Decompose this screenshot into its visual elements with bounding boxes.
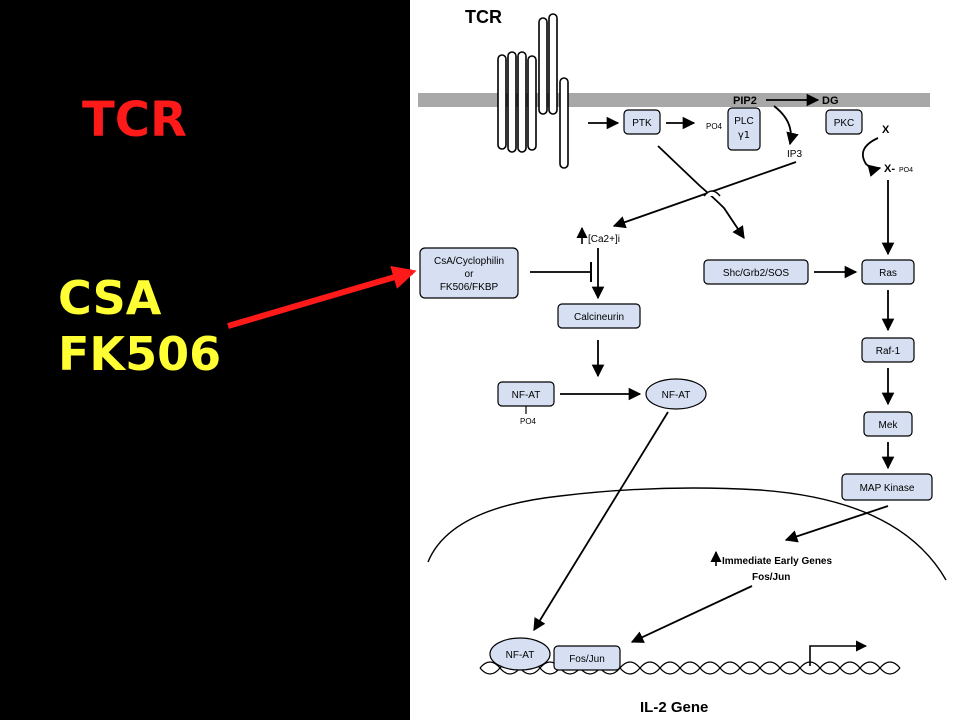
pkc-label: PKC: [834, 118, 855, 129]
map-kinase-label: MAP Kinase: [860, 483, 915, 494]
ras-box: [861, 259, 915, 285]
left-black-panel: [0, 0, 410, 720]
dna-helix: [479, 661, 901, 675]
nucleus-envelope: [427, 487, 947, 581]
fosjun-to-dna-arrow: [630, 585, 753, 643]
il2-gene-label: IL-2 Gene: [640, 699, 708, 716]
nfat-dna-ellipse: [489, 637, 551, 671]
nfat-po4-label: PO4: [520, 417, 537, 426]
mek-box: [863, 411, 913, 437]
plc-label-line2: γ1: [738, 130, 750, 141]
ip3-label: IP3: [787, 149, 802, 160]
fosjun-dna-box: [553, 645, 621, 671]
ras-label: Ras: [879, 268, 897, 279]
mek-label: Mek: [879, 420, 899, 431]
ptk-box: [623, 109, 661, 135]
nfat-phospho-label: NF-AT: [512, 390, 541, 401]
pip2-label: PIP2: [733, 95, 757, 107]
calcium-label: [Ca2+]i: [588, 234, 620, 245]
ptk-to-shc-arrow: [657, 145, 745, 240]
csa-box-line1: CsA/Cyclophilin: [434, 256, 504, 267]
raf1-box: [861, 337, 915, 363]
mapk-to-ieg-arrow: [784, 505, 889, 543]
nfat-dna-label: NF-AT: [506, 650, 535, 661]
line-crossover-bridge: [703, 190, 721, 197]
dg-label: DG: [822, 95, 839, 107]
transcription-start-arrow: [809, 640, 868, 666]
red-pointer-arrow: [227, 265, 417, 329]
slide-title-tcr: TCR: [82, 92, 187, 148]
tcr-receptor: [497, 13, 569, 169]
x-po4-prefix: X-: [884, 163, 895, 175]
csa-box-line3: FK506/FKBP: [440, 282, 499, 293]
ieg-label-line2: Fos/Jun: [752, 572, 790, 583]
csa-cyclophilin-box: [419, 247, 519, 299]
plc-gamma1-box: [727, 107, 761, 151]
tcr-title: TCR: [465, 7, 502, 27]
shc-grb2-sos-box: [703, 259, 809, 285]
x-label: X: [882, 124, 890, 136]
nfat-active-ellipse: [645, 378, 707, 410]
drug-label-fk506: FK506: [58, 327, 222, 381]
fosjun-dna-label: Fos/Jun: [569, 654, 605, 665]
ieg-label-line1: Immediate Early Genes: [722, 556, 832, 567]
nfat-to-nucleus-arrow: [533, 411, 669, 632]
cell-membrane: [418, 93, 930, 107]
pip2-to-ip3-arrow: [773, 105, 799, 146]
x-phosphorylation-arrow: [862, 137, 882, 177]
map-kinase-box: [841, 473, 933, 501]
x-po4-suffix: PO4: [899, 167, 913, 174]
csa-box-line2: or: [465, 269, 475, 280]
calcineurin-box: [557, 303, 641, 329]
calcineurin-label: Calcineurin: [574, 312, 624, 323]
plc-po4-label: PO4: [706, 122, 723, 131]
plc-label-line1: PLC: [734, 116, 753, 127]
ptk-label: PTK: [632, 118, 652, 129]
raf1-label: Raf-1: [876, 346, 901, 357]
drug-label-csa: CSA: [58, 271, 162, 325]
nfat-active-label: NF-AT: [662, 390, 691, 401]
shc-label: Shc/Grb2/SOS: [723, 268, 789, 279]
pkc-box: [825, 109, 863, 135]
